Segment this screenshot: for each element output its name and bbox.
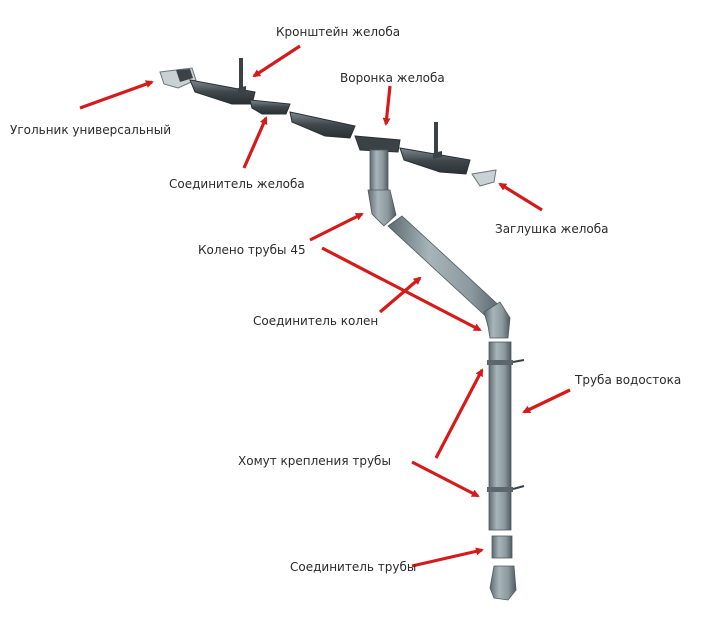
arrow-elbow45-bottom bbox=[321, 246, 482, 332]
arrow-funnel bbox=[382, 85, 392, 126]
elbow-bottom-shape bbox=[483, 301, 511, 339]
bracket-shape bbox=[239, 58, 243, 90]
label-bracket: Кронштейн желоба bbox=[276, 25, 401, 39]
arrow-gutter-connector bbox=[242, 116, 268, 169]
funnel-shape bbox=[354, 135, 401, 153]
arrow-pipe-connector bbox=[411, 547, 484, 568]
arrow-downpipe bbox=[522, 388, 571, 414]
label-elbow45: Колено трубы 45 bbox=[198, 243, 306, 257]
main-pipe-shape bbox=[488, 341, 512, 531]
gutter-run bbox=[159, 58, 497, 187]
label-pipe-connector: Соединитель трубы bbox=[290, 560, 417, 574]
label-corner: Угольник универсальный bbox=[10, 123, 172, 137]
end-cap-shape bbox=[471, 169, 497, 187]
label-clamp: Хомут крепления трубы bbox=[238, 454, 391, 468]
gutter-connector-shape bbox=[249, 99, 291, 115]
pipe-connector-shape bbox=[491, 535, 513, 559]
arrow-clamp-upper bbox=[434, 368, 484, 459]
label-gutter-connector: Соединитель желоба bbox=[169, 177, 305, 191]
downpipe-assembly bbox=[367, 149, 525, 601]
diagonal-pipe-shape bbox=[387, 215, 507, 323]
label-downpipe: Труба водостока bbox=[575, 373, 682, 387]
label-funnel: Воронка желоба bbox=[340, 71, 445, 85]
drain-elbow-shape bbox=[489, 565, 517, 601]
label-end-cap: Заглушка желоба bbox=[495, 222, 609, 236]
elbow-top-shape bbox=[367, 189, 397, 227]
annotation-arrows bbox=[79, 44, 571, 568]
arrow-end-cap bbox=[498, 182, 543, 212]
clamp-upper-shape bbox=[487, 359, 525, 365]
arrow-corner bbox=[79, 80, 154, 110]
arrow-bracket bbox=[252, 44, 301, 78]
arrow-elbow-connector bbox=[378, 276, 422, 314]
arrow-clamp-lower bbox=[411, 460, 480, 498]
gutter-segment-2 bbox=[289, 111, 356, 139]
label-elbow-connector: Соединитель колен bbox=[253, 314, 379, 328]
gutter-segment-3 bbox=[399, 147, 471, 175]
arrow-elbow45-top bbox=[309, 212, 364, 242]
clamp-lower-shape bbox=[487, 485, 525, 492]
